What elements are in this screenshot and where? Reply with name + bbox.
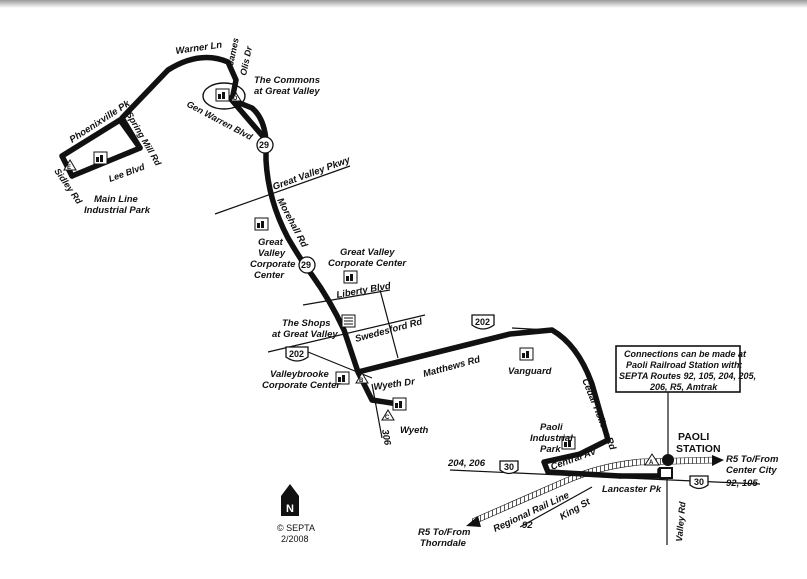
label-great-valley-pkwy: Great Valley Pkwy: [271, 154, 352, 192]
timepoint-c: C: [381, 409, 395, 421]
label-cedar-hollow-rd: Cedar Hollow Rd: [579, 377, 618, 452]
label-copyright: © SEPTA: [277, 523, 315, 533]
svg-text:A: A: [649, 460, 654, 466]
label-routes-92-105: 92, 105: [726, 478, 758, 489]
label-lancaster-pk: Lancaster Pk: [602, 484, 662, 495]
label-commons-2: at Great Valley: [254, 86, 320, 97]
king-st-line: [519, 486, 593, 528]
building-icon-gvcc2: [343, 270, 358, 284]
label-mainline-2: Industrial Park: [84, 205, 151, 216]
bus-route-paoli-link: [617, 467, 663, 479]
label-shops-2: at Great Valley: [272, 329, 338, 340]
label-r5-thorndale-2: Thorndale: [420, 538, 467, 549]
label-lee-blvd: Lee Blvd: [107, 161, 146, 183]
svg-text:30: 30: [504, 462, 514, 472]
route-29-shield-lower: 29: [298, 256, 316, 274]
svg-text:D: D: [233, 96, 238, 102]
svg-text:B: B: [359, 378, 364, 384]
rail-arrow-east: [712, 455, 724, 466]
label-warner-ln: Warner Ln: [175, 40, 223, 57]
building-icon-vanguard: [519, 347, 534, 361]
timepoint-b: B: [355, 372, 369, 384]
connections-line-4: 206, R5, Amtrak: [649, 382, 718, 392]
label-r5-center-2: Center City: [726, 465, 777, 476]
label-wyeth: Wyeth: [400, 425, 429, 436]
label-route-306: 306: [379, 429, 393, 447]
label-route-92: 92: [522, 520, 533, 531]
label-gvcc-2: Valley: [258, 248, 286, 259]
label-paoli-station-1: PAOLI: [678, 431, 709, 443]
building-icon-commons: [215, 88, 230, 102]
svg-text:N: N: [286, 503, 294, 515]
label-routes-204-206: 204, 206: [447, 458, 486, 469]
svg-text:C: C: [385, 415, 390, 421]
us-202-shield-west: 202: [285, 346, 309, 362]
us-202-shield-east: 202: [471, 314, 495, 330]
label-gvcc2-2: Corporate Center: [328, 258, 407, 269]
svg-text:30: 30: [694, 477, 704, 487]
label-gvcc2-1: Great Valley: [340, 247, 395, 258]
paoli-station-dot: [662, 454, 674, 466]
label-paoli-ip-1: Paoli: [540, 422, 563, 433]
us-30-shield-east: 30: [689, 475, 709, 490]
label-swedesford-rd: Swedesford Rd: [354, 316, 424, 345]
label-r5-thorndale-1: R5 To/From: [418, 527, 471, 538]
building-icon-wyeth: [392, 397, 407, 411]
building-icon-gvcc: [254, 217, 269, 231]
svg-text:E: E: [67, 165, 71, 171]
shopping-icon-shops: [341, 314, 356, 328]
label-matthews-rd: Matthews Rd: [422, 354, 482, 380]
label-date: 2/2008: [281, 534, 309, 544]
timepoint-d: D: [230, 92, 242, 102]
svg-text:202: 202: [475, 317, 490, 327]
connections-line-2: Paoli Railroad Station with:: [626, 360, 743, 370]
commons-loop: [202, 82, 246, 110]
north-arrow-icon: N: [281, 484, 299, 516]
label-wyeth-dr: Wyeth Dr: [373, 376, 417, 393]
great-valley-pkwy-line: [214, 165, 351, 215]
label-shops-1: The Shops: [282, 318, 331, 329]
label-vanguard: Vanguard: [508, 366, 552, 377]
label-paoli-station-2: STATION: [676, 443, 721, 455]
label-valley-rd: Valley Rd: [674, 501, 688, 542]
paoli-station-stop: [659, 467, 673, 479]
bus-route-path: [69, 54, 623, 479]
building-icon-paoli-ip: [561, 436, 576, 450]
label-valleybrooke-1: Valleybrooke: [270, 369, 330, 380]
timepoint-a: A: [644, 453, 660, 466]
label-gvcc-1: Great: [258, 237, 284, 248]
svg-text:29: 29: [259, 140, 269, 150]
label-mainline-1: Main Line: [94, 194, 139, 205]
route-29-shield-upper: 29: [256, 136, 274, 154]
label-liberty-blvd: Liberty Blvd: [336, 281, 392, 301]
label-commons-1: The Commons: [254, 75, 320, 86]
label-paoli-ip-2: Industrial: [530, 433, 573, 444]
label-gvcc-4: Center: [254, 270, 285, 281]
window-top-edge: [0, 0, 807, 8]
liberty-blvd-line: [302, 289, 391, 306]
connections-line-3: SEPTA Routes 92, 105, 204, 205,: [619, 371, 756, 381]
route306-line: [371, 383, 383, 439]
label-r5-center-1: R5 To/From: [726, 454, 779, 465]
label-valleybrooke-2: Corporate Center: [262, 380, 341, 391]
connections-box: [615, 345, 741, 393]
svg-text:29: 29: [301, 260, 311, 270]
us-30-shield-west: 30: [499, 460, 519, 475]
label-james: James: [225, 37, 241, 66]
svg-text:202: 202: [289, 349, 304, 359]
regional-rail-line: [470, 457, 716, 525]
label-olis-dr: Olis Dr: [238, 45, 254, 76]
connections-line-1: Connections can be made at: [624, 349, 747, 359]
timepoint-e: E: [63, 159, 77, 171]
building-icon-mainline: [93, 151, 108, 165]
rail-arrow-west: [466, 516, 481, 527]
label-paoli-ip-3: Park: [540, 444, 561, 455]
building-icon-valleybrooke: [335, 371, 350, 385]
label-gvcc-3: Corporate: [250, 259, 296, 270]
